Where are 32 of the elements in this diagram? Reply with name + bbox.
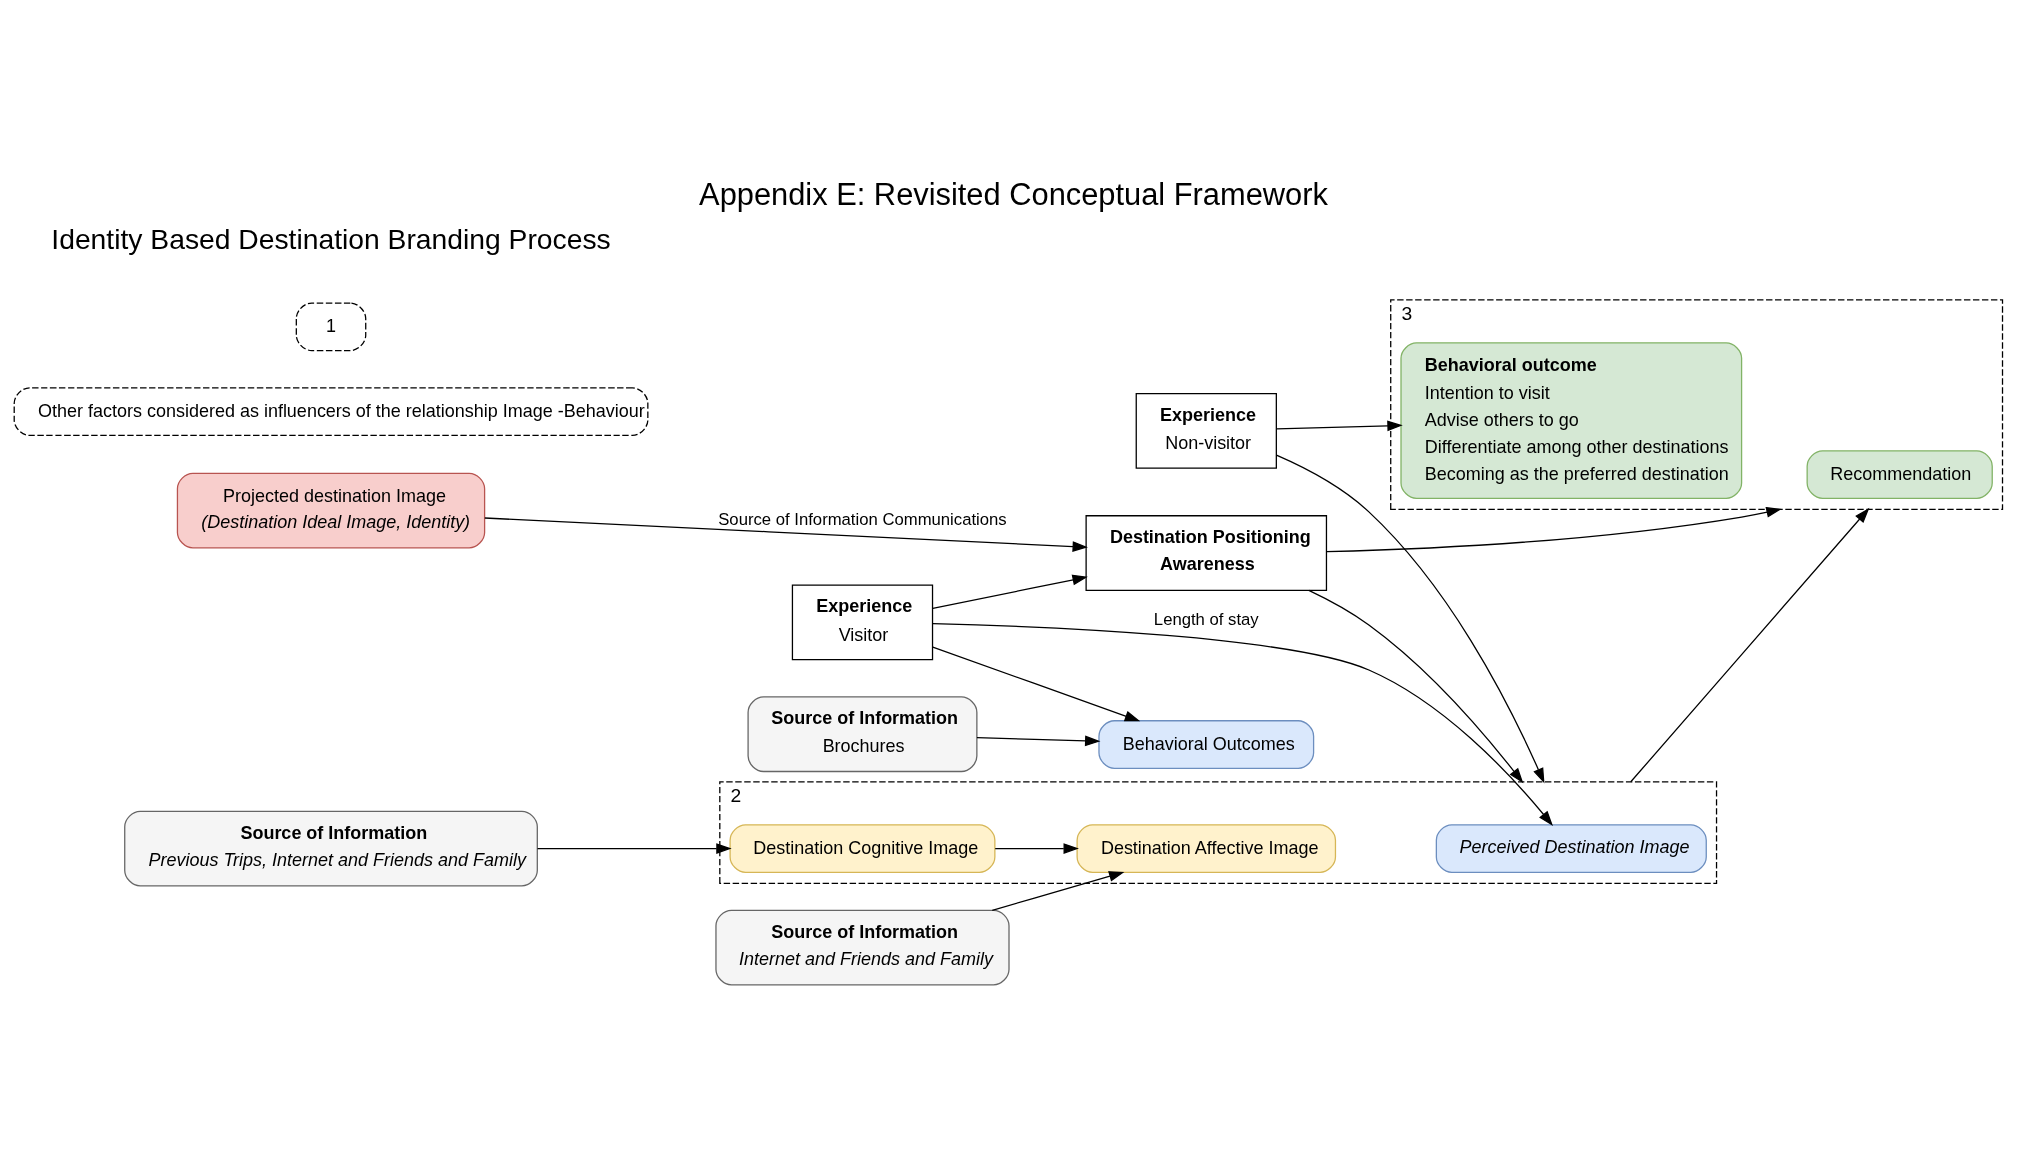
arrow <box>536 842 732 854</box>
arrow <box>1325 506 1782 552</box>
edge-label: Length of stay <box>1153 610 1259 629</box>
caption: Identity Based Destination Branding Process <box>51 222 611 255</box>
node-box: Behavioral Outcomes <box>1098 719 1315 769</box>
node-box: Source of Information Previous Trips, Internet and Friends and Family <box>124 810 538 887</box>
node-box: Source of Information Internet and Friends and Family <box>715 909 1010 985</box>
arrow <box>976 735 1101 746</box>
node-box: Destination Cognitive Image <box>729 823 996 873</box>
arrow <box>932 622 1553 826</box>
arrow <box>994 842 1079 854</box>
arrow <box>484 516 1088 552</box>
arrow <box>991 870 1125 911</box>
arrow <box>1275 419 1403 431</box>
arrow <box>932 574 1088 609</box>
edge-label: Source of Information Communications <box>718 509 1007 529</box>
node-box: Recommendation <box>1806 449 1993 499</box>
node-box: Destination Affective Image <box>1076 823 1337 873</box>
node-box: Destination Positioning Awareness <box>1085 514 1328 591</box>
node-box: Experience Non-visitor <box>1135 392 1277 469</box>
node-box: Projected destination Image (Destination Ideal Image, Identity) <box>176 472 486 548</box>
arrow <box>1630 507 1870 782</box>
node-box: Perceived Destination Image <box>1435 823 1707 873</box>
node-box: Source of Information Brochures <box>747 695 978 772</box>
arrow <box>1308 589 1524 783</box>
arrow <box>1275 454 1545 784</box>
node-box: Behavioral outcome Intention to visit Advise others to go Differentiate among other destinations Becoming as the preferred destination <box>1400 341 1743 499</box>
diagram-title: Appendix E: Revisited Conceptual Framework <box>699 176 1328 212</box>
node-box: Other factors considered as influencers of the relationship Image -Behaviour <box>13 386 649 436</box>
node-box: 1 <box>295 301 367 351</box>
node-box: Experience Visitor <box>791 584 934 660</box>
arrow <box>932 645 1141 721</box>
